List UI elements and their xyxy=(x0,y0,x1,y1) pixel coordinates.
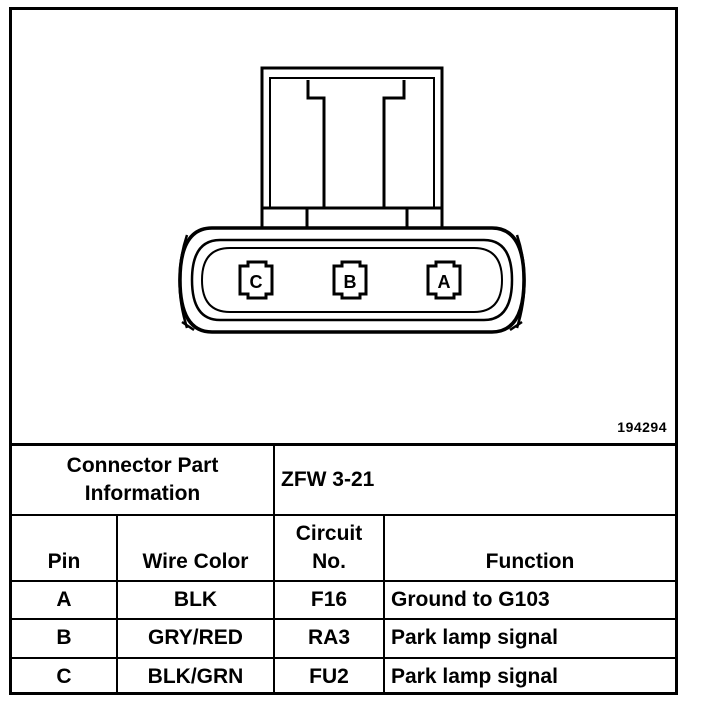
cavity-a: A xyxy=(426,260,462,300)
part-info-value: ZFW 3-21 xyxy=(273,443,675,516)
pin-cell: A xyxy=(12,579,118,621)
connector-body xyxy=(178,226,526,334)
function-cell: Ground to G103 xyxy=(383,579,675,621)
circuit-header-line2: No. xyxy=(312,549,346,573)
table-row: A BLK F16 Ground to G103 xyxy=(12,579,675,621)
pin-cell: B xyxy=(12,618,118,659)
part-info-row: Connector Part Information ZFW 3-21 xyxy=(12,443,675,516)
connector-latch xyxy=(260,66,444,230)
cavity-b: B xyxy=(332,260,368,300)
circuit-header: Circuit No. xyxy=(273,513,385,582)
table-row: B GRY/RED RA3 Park lamp signal xyxy=(12,618,675,659)
circuit-cell: RA3 xyxy=(273,618,385,659)
cavity-b-label: B xyxy=(344,272,357,292)
part-info-label: Connector Part Information xyxy=(12,443,275,516)
wire-color-header: Wire Color xyxy=(116,513,275,582)
circuit-cell: F16 xyxy=(273,579,385,621)
pin-cell: C xyxy=(12,656,118,695)
wire-color-cell: GRY/RED xyxy=(116,618,275,659)
circuit-header-line1: Circuit xyxy=(295,521,363,545)
header-row: Pin Wire Color Circuit No. Function xyxy=(12,513,675,582)
part-info-label-line1: Connector Part xyxy=(66,453,219,477)
cavity-c: C xyxy=(238,260,274,300)
part-info-label-line2: Information xyxy=(84,481,201,505)
function-cell: Park lamp signal xyxy=(383,618,675,659)
cavity-c-label: C xyxy=(250,272,263,292)
connector-info-table: Connector Part Information ZFW 3-21 Pin … xyxy=(12,443,675,695)
cavity-a-label: A xyxy=(438,272,451,292)
connector-drawing: C B A xyxy=(178,66,526,334)
table-row: C BLK/GRN FU2 Park lamp signal xyxy=(12,656,675,695)
function-cell: Park lamp signal xyxy=(383,656,675,695)
diagram-frame: C B A 194294 Connector Part Information … xyxy=(9,7,678,695)
figure-number: 194294 xyxy=(617,419,667,435)
pin-header: Pin xyxy=(12,513,118,582)
circuit-cell: FU2 xyxy=(273,656,385,695)
wire-color-cell: BLK/GRN xyxy=(116,656,275,695)
function-header: Function xyxy=(383,513,675,582)
wire-color-cell: BLK xyxy=(116,579,275,621)
